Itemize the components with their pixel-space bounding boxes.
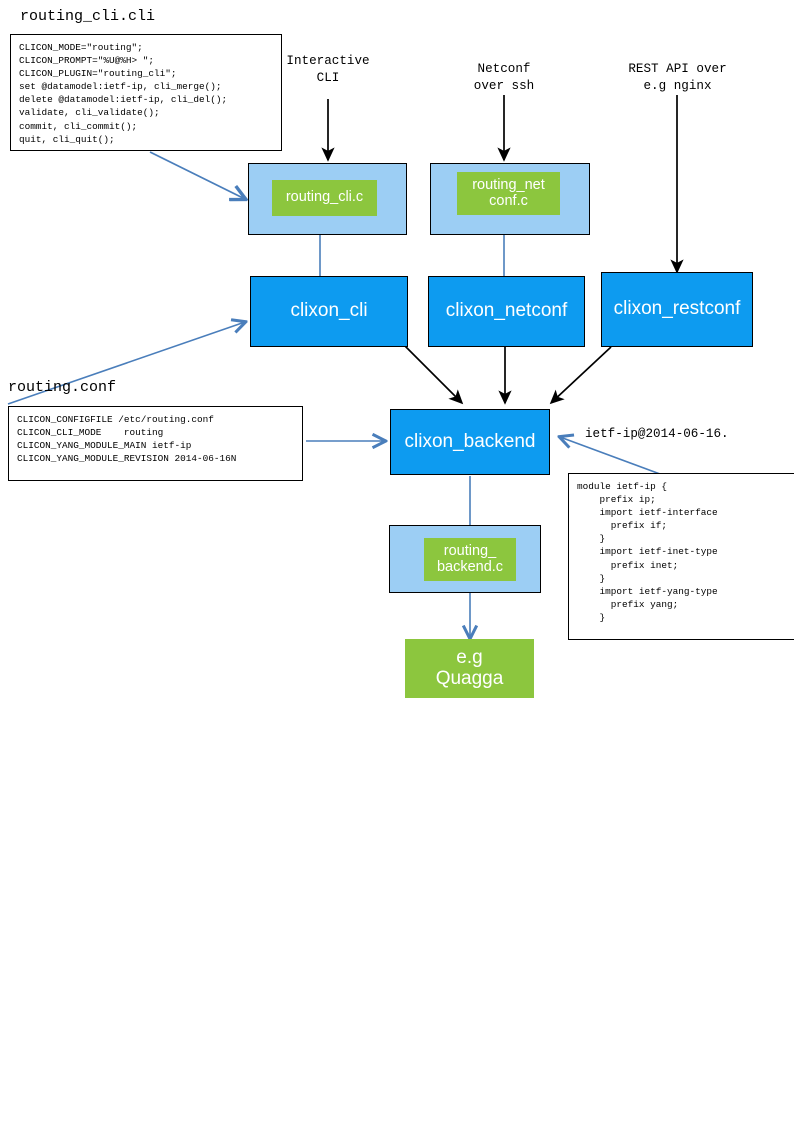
annotation-interactive-cli: Interactive CLI bbox=[286, 54, 370, 85]
plugin-routing-backend-c[interactable]: routing_ backend.c bbox=[424, 538, 516, 581]
cli-file-box: CLICON_MODE="routing"; CLICON_PROMPT="%U… bbox=[10, 34, 282, 151]
plugin-routing-netconf-c[interactable]: routing_net conf.c bbox=[457, 172, 560, 215]
arrow-cli-file-to-plugin bbox=[149, 151, 245, 199]
process-clixon-backend[interactable]: clixon_backend bbox=[390, 409, 550, 475]
annotation-netconf-ssh: Netconf over ssh bbox=[473, 62, 535, 93]
arrow-cli-to-backend bbox=[403, 344, 464, 405]
node-quagga[interactable]: e.g Quagga bbox=[405, 639, 534, 698]
conf-file-title: routing.conf bbox=[8, 379, 117, 396]
yang-file-title: ietf-ip@2014-06-16. bbox=[585, 427, 729, 441]
yang-file-box: module ietf-ip { prefix ip; import ietf-… bbox=[568, 473, 794, 640]
arrow-restconf-to-backend bbox=[549, 346, 612, 405]
conf-file-box: CLICON_CONFIGFILE /etc/routing.conf CLIC… bbox=[8, 406, 303, 481]
annotation-rest-api: REST API over e.g nginx bbox=[628, 62, 727, 93]
cli-file-title: routing_cli.cli bbox=[20, 8, 156, 25]
process-clixon-cli[interactable]: clixon_cli bbox=[250, 276, 408, 347]
arrow-conf-to-clixon-cli bbox=[7, 322, 245, 405]
arrow-yang-to-backend bbox=[560, 437, 661, 475]
process-clixon-restconf[interactable]: clixon_restconf bbox=[601, 272, 753, 347]
process-clixon-netconf[interactable]: clixon_netconf bbox=[428, 276, 585, 347]
plugin-routing-cli-c[interactable]: routing_cli.c bbox=[272, 180, 377, 216]
